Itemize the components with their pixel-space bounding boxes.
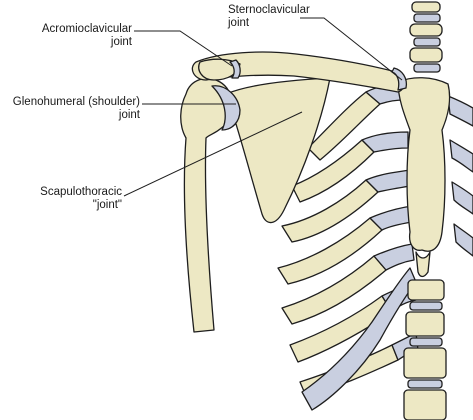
humerus: [180, 77, 233, 333]
acromioclavicular-label-line2: joint: [110, 36, 132, 48]
acromioclavicular-cartilage: [229, 59, 241, 79]
right-ribs: [447, 95, 473, 257]
glenohumeral-joint-label: Glenohumeral (shoulder) joint: [2, 96, 140, 122]
scapulothoracic-label-line1: Scapulothoracic: [40, 186, 122, 198]
ribs: [277, 84, 473, 397]
rib-5: [281, 243, 415, 325]
leader-line-acromioclavicular: [134, 30, 233, 67]
rib-3: [281, 169, 411, 243]
leader-line-scapulothoracic: [123, 111, 303, 197]
leader-lines: [123, 17, 403, 197]
vertebral-column: [403, 1, 447, 420]
sternoclavicular-label-line2: joint: [228, 17, 250, 29]
xiphoid-process: [415, 251, 431, 278]
glenohumeral-label-line1: Glenohumeral (shoulder): [12, 96, 140, 108]
humeral-head-cartilage: [211, 85, 241, 131]
acromioclavicular-label-line1: Acromioclavicular: [41, 23, 132, 35]
sternum: [397, 77, 451, 252]
sternoclavicular-label-line1: Sternoclavicular: [228, 4, 310, 16]
glenohumeral-label-line2: joint: [118, 109, 140, 121]
scapula: [225, 77, 331, 224]
sternoclavicular-joint-label: Sternoclavicular joint: [228, 4, 310, 30]
rib-4: [277, 205, 413, 285]
scapulothoracic-joint-label: Scapulothoracic "joint": [2, 186, 122, 212]
scapulothoracic-label-line2: "joint": [92, 199, 122, 211]
leader-line-sternoclavicular: [300, 17, 403, 81]
acromioclavicular-joint-label: Acromioclavicular joint: [2, 23, 132, 49]
